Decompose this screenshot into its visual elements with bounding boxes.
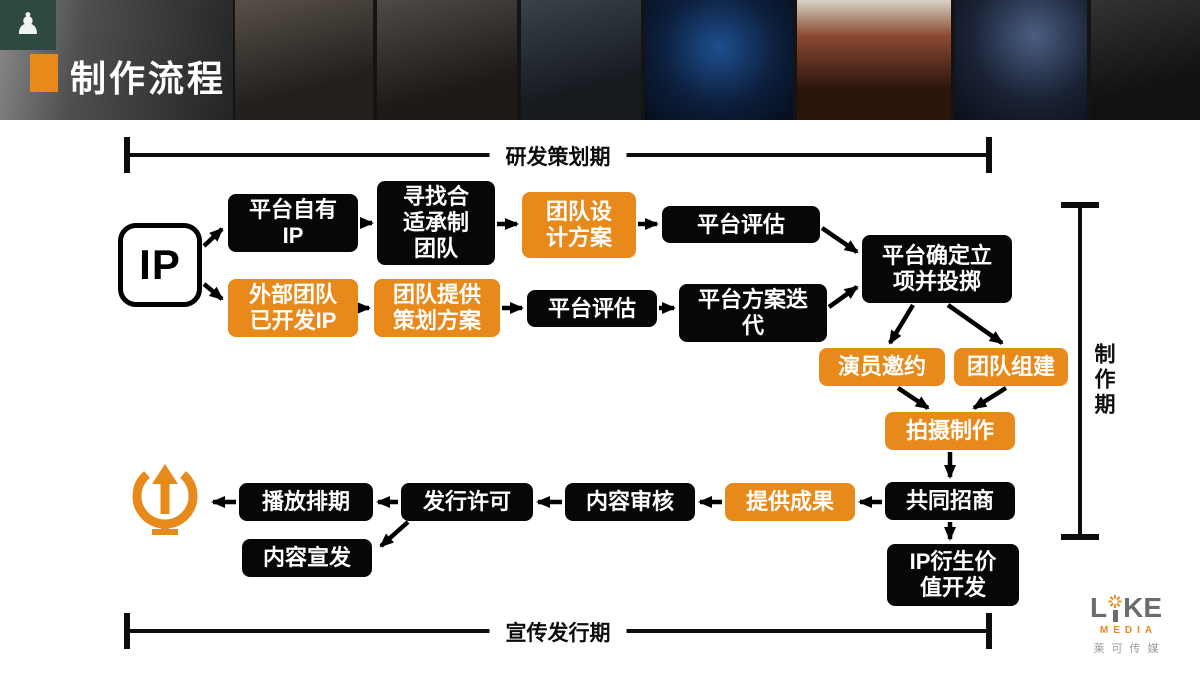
node-team-build: 团队组建 — [954, 348, 1068, 386]
node-ip-derivative: IP衍生价 值开发 — [887, 544, 1019, 606]
poster-thumbnail — [1091, 0, 1200, 120]
poster-thumbnail — [521, 0, 641, 120]
logo-media-text: MEDIA — [1099, 625, 1158, 636]
node-platform-eval-1: 平台评估 — [662, 206, 820, 243]
node-ip: IP — [118, 223, 202, 307]
title-accent-square — [30, 54, 58, 92]
node-approval: 平台确定立 项并投掷 — [862, 235, 1012, 303]
title-row: 制作流程 — [0, 0, 1200, 120]
logo-chinese-text: 莱可传媒 — [1093, 643, 1166, 655]
flow-arrow — [379, 520, 410, 548]
poster-thumbnail — [377, 0, 517, 120]
flow-arrow — [202, 227, 224, 248]
node-content-review: 内容审核 — [565, 483, 695, 521]
flow-arrow — [202, 282, 224, 301]
bracket-top-right-tick — [986, 137, 992, 173]
poster-thumbnail — [645, 0, 793, 120]
bracket-bottom-right-tick — [986, 613, 992, 649]
phase-bracket-right — [1078, 205, 1082, 537]
flow-arrow — [972, 386, 1008, 410]
phase-label-right: 制作期 — [1092, 343, 1115, 418]
logo-wordmark: L KE — [1078, 594, 1174, 622]
node-external-ip: 外部团队 已开发IP — [228, 279, 358, 337]
broadcast-icon — [125, 458, 205, 538]
poster-thumbnail — [235, 0, 373, 120]
phase-label-bottom: 宣传发行期 — [489, 617, 627, 647]
like-media-logo: L KE MEDIA 莱可传媒 — [1078, 594, 1174, 656]
logo-i-mark — [1107, 594, 1123, 622]
node-team-plan: 团队提供 策划方案 — [374, 279, 500, 337]
poster-thumbnail — [797, 0, 951, 120]
flow-arrow — [888, 303, 915, 345]
logo-letters-ke: KE — [1123, 592, 1162, 623]
node-content-promotion: 内容宣发 — [242, 539, 372, 577]
logo-letter-l: L — [1089, 592, 1108, 623]
header-banner: ♟ — [0, 0, 1200, 120]
node-team-design: 团队设 计方案 — [522, 192, 636, 258]
node-joint-merchants: 共同招商 — [885, 482, 1015, 520]
node-deliver-results: 提供成果 — [725, 483, 855, 521]
flow-arrow — [946, 303, 1004, 345]
flow-arrow — [820, 226, 859, 254]
node-shooting: 拍摄制作 — [885, 412, 1015, 450]
poster-thumbnail — [955, 0, 1087, 120]
node-platform-own-ip: 平台自有 IP — [228, 194, 358, 252]
logo-i-stem — [1112, 609, 1118, 622]
node-actor-invite: 演员邀约 — [819, 348, 945, 386]
node-broadcast-schedule: 播放排期 — [239, 483, 373, 521]
node-distribution-license: 发行许可 — [401, 483, 533, 521]
phase-label-top: 研发策划期 — [489, 141, 627, 171]
node-find-team: 寻找合 适承制 团队 — [377, 181, 495, 265]
page-title: 制作流程 — [70, 58, 227, 99]
node-platform-eval-2: 平台评估 — [527, 290, 657, 327]
bracket-right-bottom-tick — [1061, 534, 1099, 540]
logo-sunburst-icon — [1108, 594, 1122, 608]
poster-figure-icon: ♟ — [0, 0, 56, 50]
poster-strip — [235, 0, 1200, 120]
flow-arrow — [827, 285, 859, 309]
node-plan-iteration: 平台方案迭 代 — [679, 284, 827, 342]
flow-arrow — [896, 386, 930, 410]
